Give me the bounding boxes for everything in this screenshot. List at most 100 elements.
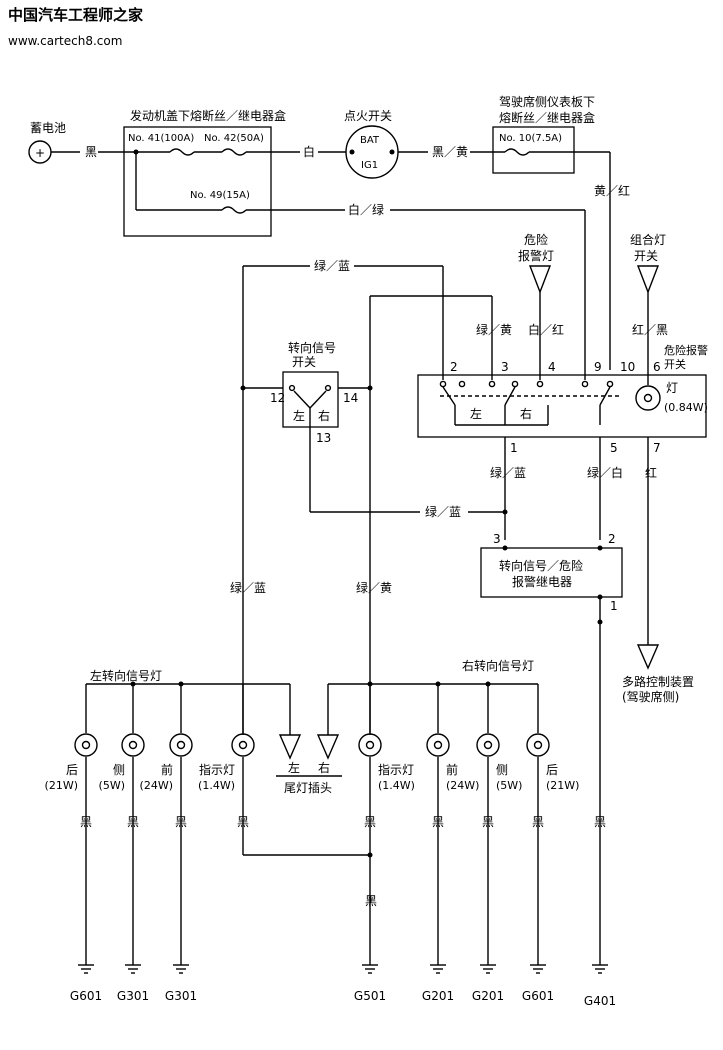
wire-label-green-blue-top: 绿／蓝 <box>314 258 350 273</box>
wire-label-red-black: 红／黑 <box>632 322 668 337</box>
hazard-switch-box <box>417 374 707 438</box>
pin-4: 4 <box>548 360 556 374</box>
ground-0: G601 <box>70 964 102 1003</box>
lamp-watt: (21W) <box>45 779 78 792</box>
lamp-7: 后(21W)黑 <box>526 684 579 965</box>
ground-icon <box>480 964 496 974</box>
multiplex-line1: 多路控制装置 <box>622 674 694 689</box>
wire-label-green-white: 绿／白 <box>587 465 623 480</box>
bulb-icon <box>121 733 145 757</box>
hazard-switch-contacts-icon <box>439 380 620 426</box>
pin-10: 10 <box>620 360 635 374</box>
hazard-switch-lamp-icon <box>635 385 661 411</box>
battery-icon: + <box>28 140 52 164</box>
hazard-switch-right: 右 <box>520 406 532 421</box>
battery-label: 蓄电池 <box>30 121 66 135</box>
ground-label: G401 <box>584 994 616 1008</box>
hazard-lamp-line1: 危险 <box>524 232 548 247</box>
turn-switch-line1: 转向信号 <box>288 340 336 355</box>
wire-label-white-green: 白／绿 <box>348 202 384 217</box>
hazard-lamp-connector-icon <box>528 265 552 294</box>
pin-14: 14 <box>343 391 358 405</box>
wire-label-green-blue-left: 绿／蓝 <box>230 580 266 595</box>
hazard-switch-lamp: 灯 <box>666 381 678 395</box>
fuse-42-label: No. 42(50A) <box>204 133 264 144</box>
tail-right: 右 <box>318 760 330 775</box>
lamp-watt: (24W) <box>446 779 479 792</box>
turn-switch-left: 左 <box>293 408 305 423</box>
ground-icon <box>592 964 608 974</box>
ground-3: G501 <box>354 964 386 1003</box>
ground-5: G201 <box>472 964 504 1003</box>
relay-pin-2: 2 <box>608 532 616 546</box>
svg-text:+: + <box>35 146 45 160</box>
wire-label-green-blue-mid: 绿／蓝 <box>490 465 526 480</box>
ignition-bat: BAT <box>360 135 380 146</box>
lamp-4: 指示灯 (1.4W) 黑 <box>358 684 415 965</box>
engine-box-title: 发动机盖下熔断丝／继电器盒 <box>130 108 286 123</box>
fuse-10-icon <box>504 148 530 156</box>
wire-label-yellow-red: 黄／红 <box>594 183 630 198</box>
watermark-url: www.cartech8.com <box>8 34 122 48</box>
lamp-name: 前 <box>161 762 173 777</box>
wire-label-black: 黑 <box>80 815 92 829</box>
turn-switch-right: 右 <box>318 408 330 423</box>
wire-label-black: 黑 <box>364 815 376 829</box>
wire-label-green-yellow-left: 绿／黄 <box>356 580 392 595</box>
lamp-1: 侧(5W)黑 <box>99 684 145 965</box>
dash-fuse-box <box>492 126 575 174</box>
pin-3: 3 <box>501 360 509 374</box>
ground-label: G201 <box>472 989 504 1003</box>
multiplex-line2: (驾驶席侧) <box>622 689 679 704</box>
fuse-41-label: No. 41(100A) <box>128 133 194 144</box>
ground-icon <box>173 964 189 974</box>
lamp-name: 侧 <box>496 763 508 777</box>
wire-label-green-yellow-top: 绿／黄 <box>476 322 512 337</box>
pin-6: 6 <box>653 360 661 374</box>
relay-line2: 报警继电器 <box>512 574 572 589</box>
ground-icon <box>530 964 546 974</box>
lamp-name: 指示灯 <box>378 762 414 777</box>
tail-left: 左 <box>288 760 300 775</box>
right-group-title: 右转向信号灯 <box>462 658 534 673</box>
lamp-name: 后 <box>66 763 78 777</box>
wire-label-black-g401: 黑 <box>594 815 606 829</box>
wire-label-black: 黑 <box>532 815 544 829</box>
lamp-0: 后 (21W) 黑 <box>45 684 98 965</box>
fuse-41-icon <box>169 148 195 156</box>
left-group-title: 左转向信号灯 <box>90 668 162 683</box>
lamp-6: 侧(5W)黑 <box>476 684 522 965</box>
ground-label: G301 <box>117 989 149 1003</box>
combo-switch-line1: 组合灯 <box>630 232 666 247</box>
lamp-watt: (1.4W) <box>198 779 235 792</box>
dash-box-title-2: 熔断丝／继电器盒 <box>499 110 595 125</box>
fuse-10-label: No. 10(7.5A) <box>499 133 562 144</box>
wire-label-black-g501: 黑 <box>365 894 377 908</box>
dash-box-title-1: 驾驶席侧仪表板下 <box>499 94 595 109</box>
wire-label-black-battery: 黑 <box>85 145 97 159</box>
turn-switch-contacts-icon <box>288 384 332 427</box>
tail-connector-label: 尾灯插头 <box>284 781 332 795</box>
hazard-switch-left: 左 <box>470 406 482 421</box>
relay-line1: 转向信号／危险 <box>499 558 583 573</box>
ground-2: G301 <box>165 964 197 1003</box>
lamp-watt: (5W) <box>496 779 522 792</box>
tail-right-connector-icon <box>316 734 340 760</box>
ground-icon <box>430 964 446 974</box>
ignition-label: 点火开关 <box>344 109 392 123</box>
bulb-group: 后(21W)黑侧(5W)黑前(24W)黑指示灯(1.4W)黑指示灯(1.4W)黑… <box>45 684 579 965</box>
wire-label-black-yellow: 黑／黄 <box>432 145 468 159</box>
lamp-watt: (1.4W) <box>378 779 415 792</box>
pin-12: 12 <box>270 391 285 405</box>
hazard-switch-lamp-watt: (0.84W) <box>664 401 708 414</box>
hazard-switch-line2: 开关 <box>664 357 686 371</box>
ground-4: G201 <box>422 964 454 1003</box>
pin-5: 5 <box>610 441 618 455</box>
lamp-5: 前(24W)黑 <box>426 684 479 965</box>
bulb-icon <box>476 733 500 757</box>
lamp-3: 指示灯(1.4W)黑 <box>198 684 255 855</box>
hazard-lamp-line2: 报警灯 <box>518 248 554 263</box>
bulb-icon <box>231 733 255 757</box>
wire-label-green-blue-low: 绿／蓝 <box>425 504 461 519</box>
